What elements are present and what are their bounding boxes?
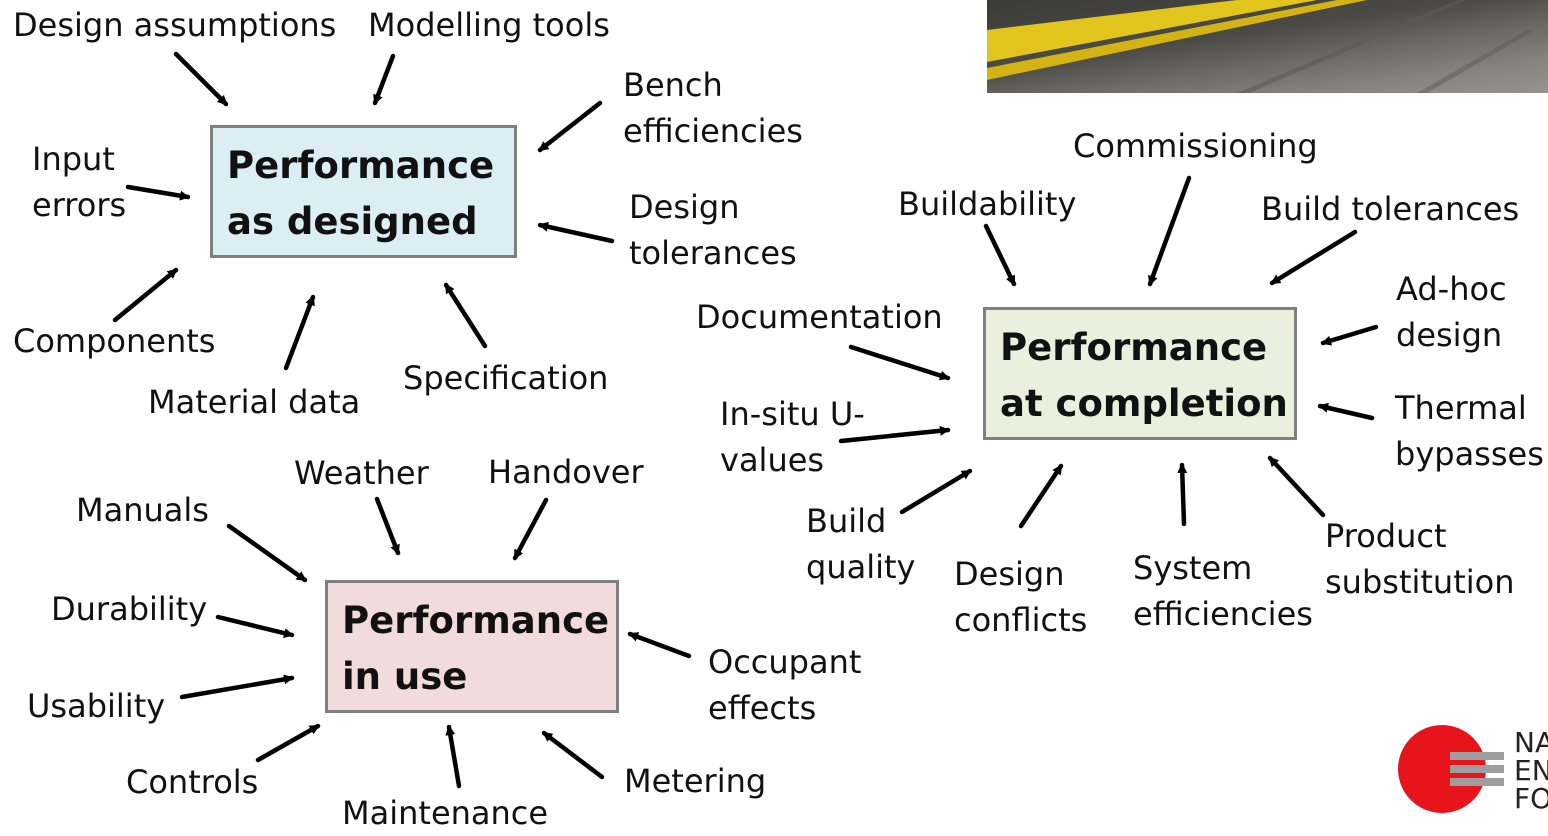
label-ad-hoc-design-line1: Ad-hoc [1396,270,1507,308]
arrow-maintenance [445,724,462,789]
label-design-tolerances: Design tolerances [629,184,797,276]
arrow-design-conflicts [1018,463,1064,529]
arrow-modelling-tools [372,53,396,106]
label-build-quality-line1: Build [806,502,887,540]
arrow-commissioning [1147,175,1192,287]
arrow-metering [541,730,605,780]
label-build-quality-line2: quality [806,548,916,586]
label-metering: Metering [624,762,767,800]
arrow-durability [215,614,295,638]
label-design-tolerances-line1: Design [629,188,740,226]
label-occupant-effects-line2: effects [708,689,817,727]
arrow-manuals [226,523,308,583]
box-in-use-line2: in use [342,655,468,698]
arrow-build-quality [899,468,973,515]
label-thermal-bypasses: Thermal bypasses [1395,385,1544,477]
box-performance-as-designed: Performance as designed [210,125,517,258]
arrow-build-tolerances [1269,229,1358,286]
label-ad-hoc-design-line2: design [1396,316,1503,354]
label-in-situ-u-values: In-situ U- values [720,391,865,483]
label-ad-hoc-design: Ad-hoc design [1396,266,1507,358]
logo-bar [1450,752,1504,760]
box-completion-line1: Performance [1000,326,1268,369]
logo-bar [1450,765,1504,773]
label-in-situ-line2: values [720,441,825,479]
arrow-bench-efficiencies [537,100,603,153]
label-usability: Usability [27,687,166,725]
label-bench-efficiencies-line2: efficiencies [623,112,803,150]
label-in-situ-line1: In-situ U- [720,395,865,433]
label-design-tolerances-line2: tolerances [629,234,797,272]
logo-circle [1398,725,1486,813]
label-occupant-effects-line1: Occupant [708,643,862,681]
arrow-occupant-effects [627,631,692,659]
logo-text-line3: FO [1514,782,1548,815]
label-bench-efficiencies: Bench efficiencies [623,62,803,154]
box-performance-in-use: Performance in use [325,580,619,713]
logo-bar [1450,778,1504,786]
arrow-weather [374,496,401,556]
label-input-errors-line1: Input [32,140,115,178]
arrow-ad-hoc-design [1320,324,1379,346]
label-handover: Handover [488,453,644,491]
arrow-documentation [848,344,951,381]
label-design-conflicts: Design conflicts [954,551,1087,643]
arrow-product-substitution [1267,455,1326,518]
label-product-substitution-line1: Product [1325,517,1447,555]
arrow-design-tolerances [537,221,615,244]
label-weather: Weather [294,454,429,492]
label-design-assumptions: Design assumptions [13,6,337,44]
label-product-substitution-line2: substitution [1325,563,1515,601]
box-in-use-line1: Performance [342,599,610,642]
label-modelling-tools: Modelling tools [368,6,610,44]
label-system-efficiencies-line1: System [1133,549,1253,587]
logo-text-line1: NA [1514,726,1548,759]
label-documentation: Documentation [696,298,943,336]
label-buildability: Buildability [898,185,1077,223]
label-input-errors-line2: errors [32,186,127,224]
logo-text-line2: EN [1514,754,1548,787]
arrow-components [112,267,179,323]
arrow-design-assumptions [173,51,229,107]
box-designed-line2: as designed [227,200,478,243]
arrow-buildability [983,223,1017,287]
arrow-thermal-bypasses [1317,402,1375,421]
label-controls: Controls [126,763,259,801]
label-specification: Specification [403,359,609,397]
label-product-substitution: Product substitution [1325,513,1515,605]
label-thermal-bypasses-line1: Thermal [1395,389,1527,427]
box-designed-line1: Performance [227,144,495,187]
arrow-usability [179,674,295,700]
arrow-material-data [283,294,316,371]
arrow-specification [443,282,488,349]
label-components: Components [13,322,216,360]
label-design-conflicts-line2: conflicts [954,601,1088,639]
label-thermal-bypasses-line2: bypasses [1395,435,1544,473]
arrow-input-errors [125,184,191,201]
label-durability: Durability [51,590,208,628]
label-commissioning: Commissioning [1073,127,1318,165]
label-material-data: Material data [148,383,361,421]
label-system-efficiencies: System efficiencies [1133,545,1313,637]
arrow-handover [512,497,549,561]
arrow-system-efficiencies [1177,462,1188,527]
label-occupant-effects: Occupant effects [708,639,861,731]
arrow-controls [255,723,321,763]
pavement-photo [987,0,1548,93]
box-performance-at-completion: Performance at completion [983,307,1297,440]
label-system-efficiencies-line2: efficiencies [1133,595,1313,633]
arrow-in-situ [838,425,951,444]
label-bench-efficiencies-line1: Bench [623,66,723,104]
label-design-conflicts-line1: Design [954,555,1065,593]
label-input-errors: Input errors [32,136,126,228]
label-manuals: Manuals [76,491,209,529]
logo: NA EN FO [1398,725,1548,829]
label-build-quality: Build quality [806,498,915,590]
box-completion-line2: at completion [1000,382,1288,425]
label-maintenance: Maintenance [342,794,549,832]
label-build-tolerances: Build tolerances [1261,190,1520,228]
